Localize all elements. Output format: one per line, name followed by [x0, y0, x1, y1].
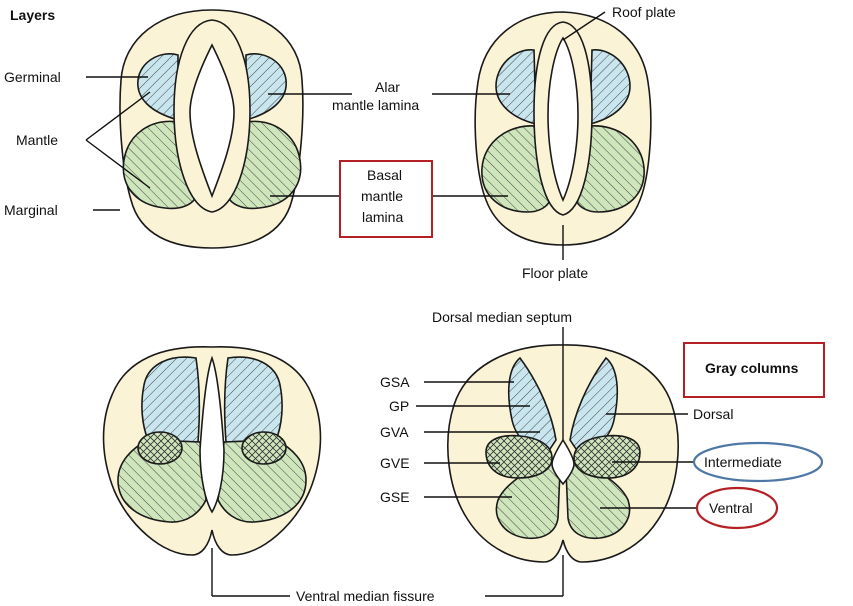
- gsa-label: GSA: [380, 374, 410, 390]
- roof-plate-label: Roof plate: [612, 4, 676, 20]
- gray-columns-label: Gray columns: [705, 360, 799, 376]
- gp-label: GP: [389, 398, 409, 414]
- dorsal-horn-left-later: [142, 357, 199, 442]
- gse-label: GSE: [380, 489, 410, 505]
- basal-label-line3: lamina: [362, 209, 403, 225]
- dorsal-label: Dorsal: [693, 406, 733, 422]
- basal-label-line2: mantle: [361, 188, 403, 204]
- intermediate-column-left-later: [138, 432, 182, 464]
- intermediate-column-right-later: [242, 432, 286, 464]
- panel-roof-floor-plate: [475, 12, 651, 245]
- dorsal-median-septum-label: Dorsal median septum: [432, 309, 572, 325]
- ventral-label: Ventral: [709, 500, 753, 516]
- panel-early-neural-tube: [120, 10, 303, 248]
- floor-plate-label: Floor plate: [522, 265, 588, 281]
- mantle-label: Mantle: [16, 132, 58, 148]
- panel-later-spinal-cord: [104, 347, 321, 555]
- intermediate-column-right: [574, 436, 640, 478]
- gve-label: GVE: [380, 455, 410, 471]
- germinal-label: Germinal: [4, 69, 61, 85]
- alar-label-line2: mantle lamina: [332, 97, 419, 113]
- intermediate-column-left: [486, 436, 552, 478]
- dorsal-horn-right-later: [225, 357, 282, 442]
- intermediate-label: Intermediate: [704, 454, 782, 470]
- basal-label-line1: Basal: [367, 167, 402, 183]
- panel-gray-columns: [448, 345, 678, 562]
- gva-label: GVA: [380, 424, 409, 440]
- layers-title: Layers: [10, 7, 55, 23]
- marginal-label: Marginal: [4, 202, 58, 218]
- ventral-median-fissure-label: Ventral median fissure: [296, 588, 435, 604]
- alar-label-line1: Alar: [375, 79, 400, 95]
